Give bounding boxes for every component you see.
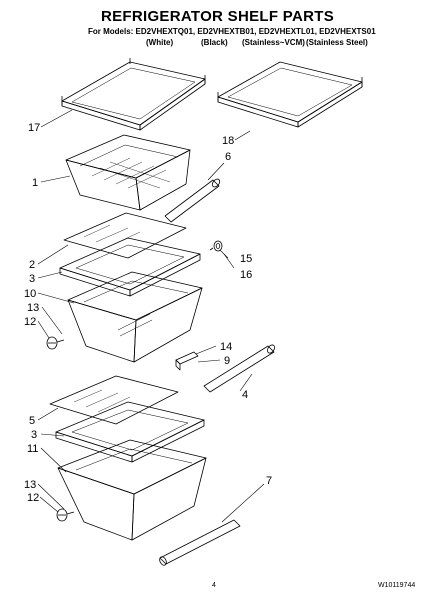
part-11-drawer [57,439,207,541]
part-12-screw-lower [56,508,75,522]
callout-12-lower: 12 [27,492,39,504]
page-title: REFRIGERATOR SHELF PARTS [100,8,335,25]
callout-13: 13 [27,302,39,314]
callout-15: 15 [240,253,252,265]
part-1-drawer [65,134,191,211]
callout-3: 3 [29,273,35,285]
leader-lines [37,109,265,523]
callout-6: 6 [225,151,231,163]
variant-white: (White) [146,38,174,47]
part-6-cover-rail [164,178,221,223]
callout-9: 9 [224,355,230,367]
callout-16: 16 [240,269,252,281]
part-15-16-clip [209,240,223,252]
part-18-glass-shelf [217,61,363,128]
part-2-glass-insert [63,212,187,259]
callout-12: 12 [24,316,36,328]
callout-17: 17 [28,122,40,134]
variant-stainless-vcm: (Stainless~VCM) [242,38,305,47]
model-variants: (White) (Black) (Stainless~VCM) (Stainle… [0,38,435,50]
callout-5: 5 [29,415,35,427]
variant-stainless-steel: (Stainless Steel) [306,38,368,47]
callout-3-lower: 3 [31,429,37,441]
part-3-cover-frame [59,237,201,297]
callout-7: 7 [266,475,272,487]
callout-14: 14 [220,341,232,353]
part-12-screw [46,336,65,350]
part-5-glass-insert [49,375,179,425]
callout-18: 18 [222,135,234,147]
callout-4: 4 [242,389,248,401]
part-14-9-bracket [175,351,199,371]
variant-black: (Black) [201,38,228,47]
model-list: For Models: ED2VHEXTQ01, ED2VHEXTB01, ED… [88,27,376,36]
part-3-cover-frame-lower [55,401,205,463]
callout-1: 1 [32,177,38,189]
part-4-cover-rail [203,344,275,393]
callout-11: 11 [27,443,38,455]
part-17-glass-shelf [61,58,206,131]
page-number: 4 [212,582,216,589]
part-10-drawer [67,271,203,363]
callout-labels: 17 18 6 1 2 3 15 16 10 13 12 14 9 4 5 3 … [24,122,272,504]
document-number: W10119744 [378,582,416,589]
callout-2: 2 [29,259,35,271]
part-7-cover-rail [159,519,241,566]
callout-13-lower: 13 [24,479,36,491]
callout-10: 10 [24,288,36,300]
